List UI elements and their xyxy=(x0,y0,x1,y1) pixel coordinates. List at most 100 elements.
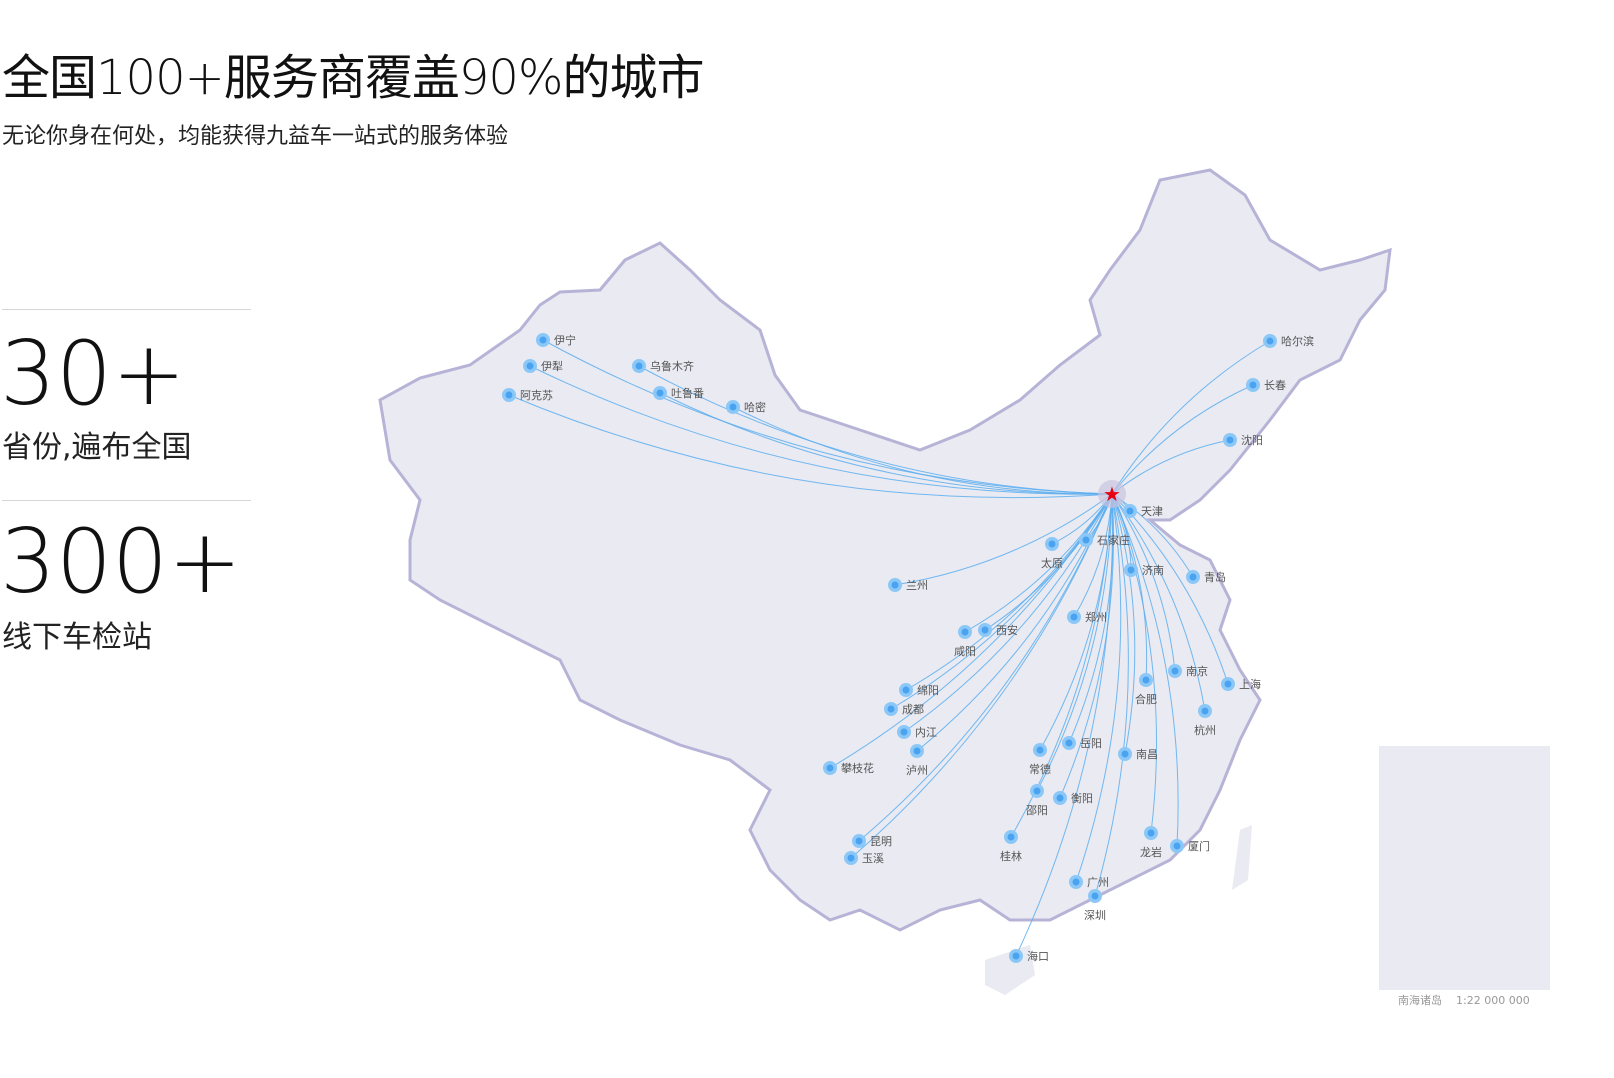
city-label: 青岛 xyxy=(1204,570,1226,584)
city-dot xyxy=(1012,952,1020,960)
city-marker[interactable]: 广州 xyxy=(1069,875,1109,889)
city-marker[interactable]: 沈阳 xyxy=(1223,433,1263,447)
city-label: 长春 xyxy=(1264,379,1286,392)
city-label: 郑州 xyxy=(1085,610,1107,624)
city-marker[interactable]: 绵阳 xyxy=(899,683,939,697)
city-dot xyxy=(855,837,863,845)
taiwan-island xyxy=(1232,825,1252,890)
city-dot xyxy=(1082,536,1090,544)
city-marker[interactable]: 龙岩 xyxy=(1140,826,1162,859)
route-line xyxy=(1036,493,1113,792)
city-label: 哈尔滨 xyxy=(1281,334,1314,348)
city-label: 深圳 xyxy=(1084,909,1106,922)
city-marker[interactable]: 桂林 xyxy=(1000,830,1022,863)
route-line xyxy=(894,493,1113,586)
city-dot xyxy=(1072,878,1080,886)
city-marker[interactable]: 南京 xyxy=(1168,664,1208,678)
route-line xyxy=(1111,493,1206,712)
city-marker[interactable]: 咸阳 xyxy=(954,625,976,658)
hub-star-icon: ★ xyxy=(1103,482,1121,506)
city-dot xyxy=(1070,613,1078,621)
city-dot xyxy=(1224,680,1232,688)
city-label: 合肥 xyxy=(1135,692,1157,706)
city-dot xyxy=(1142,676,1150,684)
city-marker[interactable]: 阿克苏 xyxy=(502,388,553,402)
city-marker[interactable]: 石家庄 xyxy=(1079,533,1130,547)
city-dot xyxy=(1249,381,1257,389)
city-dot xyxy=(1091,892,1099,900)
city-label: 济南 xyxy=(1142,563,1164,577)
city-dot xyxy=(961,628,969,636)
city-label: 内江 xyxy=(915,725,937,739)
city-marker[interactable]: 郑州 xyxy=(1067,610,1107,624)
inset-caption: 南海诸岛 1:22 000 000 xyxy=(1398,992,1530,1008)
route-line xyxy=(905,493,1113,691)
city-marker[interactable]: 长春 xyxy=(1246,378,1286,392)
city-label: 上海 xyxy=(1239,677,1261,691)
city-marker[interactable]: 南昌 xyxy=(1118,747,1158,761)
city-dot xyxy=(539,336,547,344)
city-marker[interactable]: 西安 xyxy=(978,623,1018,637)
city-marker[interactable]: 太原 xyxy=(1041,537,1063,570)
city-marker[interactable]: 海口 xyxy=(1009,949,1049,963)
city-marker[interactable]: 吐鲁番 xyxy=(653,386,704,400)
page-subtitle: 无论你身在何处，均能获得九益车一站式的服务体验 xyxy=(2,124,509,149)
city-dot xyxy=(505,391,513,399)
city-dot xyxy=(1266,337,1274,345)
city-marker[interactable]: 伊犁 xyxy=(523,359,563,373)
city-marker[interactable]: 邵阳 xyxy=(1026,784,1048,817)
city-marker[interactable]: 衡阳 xyxy=(1053,791,1093,805)
city-marker[interactable]: 深圳 xyxy=(1084,889,1106,922)
city-marker[interactable]: 昆明 xyxy=(852,834,892,848)
city-label: 伊犁 xyxy=(541,359,563,373)
city-label: 成都 xyxy=(902,703,924,716)
city-marker[interactable]: 岳阳 xyxy=(1062,736,1102,750)
city-marker[interactable]: 天津 xyxy=(1123,504,1163,518)
city-dot xyxy=(1048,540,1056,548)
city-label: 龙岩 xyxy=(1140,845,1162,859)
stat-stations-value: 300+ xyxy=(0,510,242,613)
city-marker[interactable]: 伊宁 xyxy=(536,333,576,347)
city-marker[interactable]: 乌鲁木齐 xyxy=(632,359,694,373)
city-label: 石家庄 xyxy=(1097,533,1130,547)
city-marker[interactable]: 攀枝花 xyxy=(823,761,874,775)
city-label: 岳阳 xyxy=(1080,737,1102,750)
city-dot xyxy=(1226,436,1234,444)
city-dot xyxy=(913,747,921,755)
city-dot xyxy=(1056,794,1064,802)
city-label: 伊宁 xyxy=(554,333,576,347)
city-marker[interactable]: 成都 xyxy=(884,702,924,716)
city-label: 邵阳 xyxy=(1026,804,1048,817)
city-marker[interactable]: 哈尔滨 xyxy=(1263,334,1314,348)
city-dot xyxy=(1189,573,1197,581)
route-line xyxy=(858,493,1113,842)
route-line xyxy=(508,394,1113,499)
city-dot xyxy=(1147,829,1155,837)
inset-scale: 1:22 000 000 xyxy=(1456,994,1530,1007)
city-label: 兰州 xyxy=(906,579,928,592)
route-line xyxy=(1111,493,1136,755)
divider xyxy=(2,309,251,310)
city-marker[interactable]: 厦门 xyxy=(1170,839,1210,853)
city-marker[interactable]: 内江 xyxy=(897,725,937,739)
city-marker[interactable]: 杭州 xyxy=(1194,704,1216,737)
city-label: 乌鲁木齐 xyxy=(650,359,694,373)
divider xyxy=(2,500,251,501)
route-line xyxy=(916,493,1113,752)
route-line xyxy=(1075,493,1122,883)
city-dot xyxy=(635,362,643,370)
city-marker[interactable]: 玉溪 xyxy=(844,851,884,865)
city-marker[interactable]: 上海 xyxy=(1221,677,1261,691)
route-line xyxy=(529,365,1113,495)
city-marker[interactable]: 哈密 xyxy=(726,400,766,414)
city-marker[interactable]: 常德 xyxy=(1029,743,1051,776)
city-marker[interactable]: 泸州 xyxy=(906,744,928,777)
city-marker[interactable]: 兰州 xyxy=(888,578,928,592)
city-marker[interactable]: 济南 xyxy=(1124,563,1164,577)
city-marker[interactable]: 青岛 xyxy=(1186,570,1226,584)
city-dot xyxy=(1065,739,1073,747)
city-dot xyxy=(847,854,855,862)
city-label: 桂林 xyxy=(1000,849,1022,863)
city-marker[interactable]: 合肥 xyxy=(1135,673,1157,706)
